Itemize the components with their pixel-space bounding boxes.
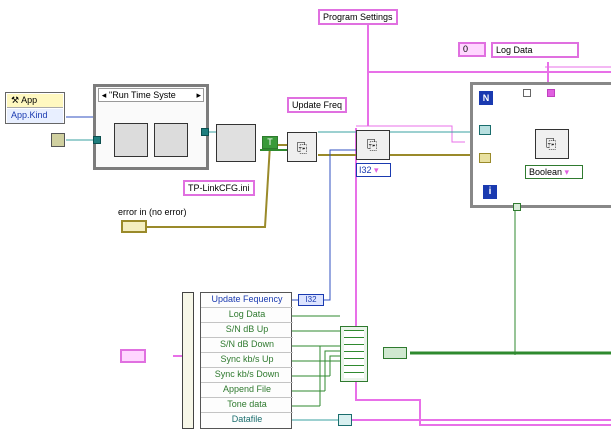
unbundle-item-label: Log Data <box>228 309 266 319</box>
read-key-node-2-icon: ⎘ <box>546 136 557 151</box>
boolean-type-selector[interactable]: Boolean ▾ <box>525 165 583 179</box>
error-in-constant[interactable] <box>121 220 147 233</box>
case-tunnel-left <box>93 136 101 144</box>
tp-link-cfg-label: TP-LinkCFG.ini <box>183 180 255 196</box>
bool-array-indicator <box>383 347 407 359</box>
case-right-arrow-icon[interactable]: ▸ <box>196 90 201 100</box>
unbundle-item[interactable]: S/N dB Down <box>201 338 293 353</box>
read-key-node-1-icon: ⎘ <box>367 137 378 152</box>
blue-wire-i32 <box>292 149 356 301</box>
case-left-arrow-icon[interactable]: ◂ <box>101 90 107 100</box>
app-property-node[interactable]: ⚒ App App.Kind <box>5 92 65 124</box>
boolean-dropdown-icon: ▾ <box>564 167 570 177</box>
settings-cluster-constant[interactable] <box>120 349 146 363</box>
error-wire <box>147 144 300 228</box>
unbundle-item-label: Update Fequency <box>211 294 283 304</box>
read-key-node-1[interactable]: ⎘ <box>356 130 390 160</box>
loop-terminal-c <box>513 203 521 211</box>
program-settings-label: Program Settings <box>318 9 398 25</box>
unbundle-item[interactable]: Tone data <box>201 398 293 413</box>
error-in-label: error in (no error) <box>118 207 187 217</box>
sub-vi-icon-1[interactable] <box>114 123 148 157</box>
app-wrench-icon: ⚒ <box>11 95 20 105</box>
case-selector[interactable]: ◂"Run Time Syste ▸ <box>98 88 204 102</box>
app-kind-label: App.Kind <box>7 109 63 123</box>
log-data-label: Log Data <box>491 42 579 58</box>
read-key-icon: ⎘ <box>297 140 308 155</box>
unbundle-item[interactable]: Sync kb/s Down <box>201 368 293 383</box>
unbundle-item-label: Sync kb/s Up <box>220 354 274 364</box>
unbundle-item[interactable]: Log Data <box>201 308 293 323</box>
build-array-node[interactable] <box>340 326 368 382</box>
zero-constant[interactable]: 0 <box>458 42 486 57</box>
boolean-type-label: Boolean <box>529 167 563 177</box>
unbundle-item[interactable]: S/N dB Up <box>201 323 293 338</box>
loop-iteration-icon: i <box>483 185 497 199</box>
dropdown-arrow-icon: ▾ <box>374 165 379 175</box>
unbundle-item[interactable]: Append File <box>201 383 293 398</box>
green-wires-bundle <box>292 315 340 407</box>
unbundle-item-label: S/N dB Up <box>225 324 269 334</box>
case-selector-label: "Run Time Syste <box>109 90 176 100</box>
sub-vi-icon-2[interactable] <box>154 123 188 157</box>
datafile-path-terminal <box>338 414 352 426</box>
case-tunnel-right <box>201 128 209 136</box>
config-subvi-icon[interactable] <box>216 124 256 162</box>
loop-terminal-a <box>523 89 531 97</box>
read-key-node-2[interactable]: ⎘ <box>535 129 569 159</box>
i32-indicator: I32 <box>298 294 324 306</box>
loop-terminal-b <box>547 89 555 97</box>
unbundle-item-label: Append File <box>222 384 272 394</box>
i32-type-selector[interactable]: I32 ▾ <box>356 163 391 177</box>
update-freq-label: Update Freq <box>287 97 348 113</box>
unbundle-item[interactable]: Update Fequency <box>201 293 293 308</box>
update-freq-subvi-icon[interactable]: ⎘ <box>287 132 317 162</box>
unbundle-item-label: Tone data <box>227 399 267 409</box>
unbundle-item[interactable]: Datafile <box>201 413 293 427</box>
loop-structure: N i ⎘ Boolean ▾ <box>470 82 611 211</box>
pink-wire-to-case <box>356 125 465 143</box>
zero-constant-value: 0 <box>463 44 469 54</box>
ref-constant-icon[interactable] <box>51 133 65 147</box>
unbundle-by-name[interactable]: Update Fequency Log Data S/N dB Up S/N d… <box>200 292 293 429</box>
case-structure: ◂"Run Time Syste ▸ <box>93 84 209 170</box>
build-array-inputs-icon <box>344 330 364 378</box>
loop-tunnel-teal <box>479 125 491 135</box>
pink-wire-down <box>355 128 611 426</box>
unbundle-item-label: Sync kb/s Down <box>214 369 280 379</box>
loop-count-icon: N <box>479 91 493 105</box>
unbundle-item[interactable]: Sync kb/s Up <box>201 353 293 368</box>
unbundle-item-label: S/N dB Down <box>219 339 275 349</box>
app-ref-row: ⚒ App <box>7 94 63 108</box>
i32-type-label: I32 <box>359 165 372 175</box>
app-label: App <box>21 95 38 105</box>
true-constant[interactable]: T <box>262 136 278 149</box>
unbundle-item-label: Datafile <box>231 414 263 424</box>
loop-tunnel-olive <box>479 153 491 163</box>
unbundle-left-edge <box>182 292 194 429</box>
